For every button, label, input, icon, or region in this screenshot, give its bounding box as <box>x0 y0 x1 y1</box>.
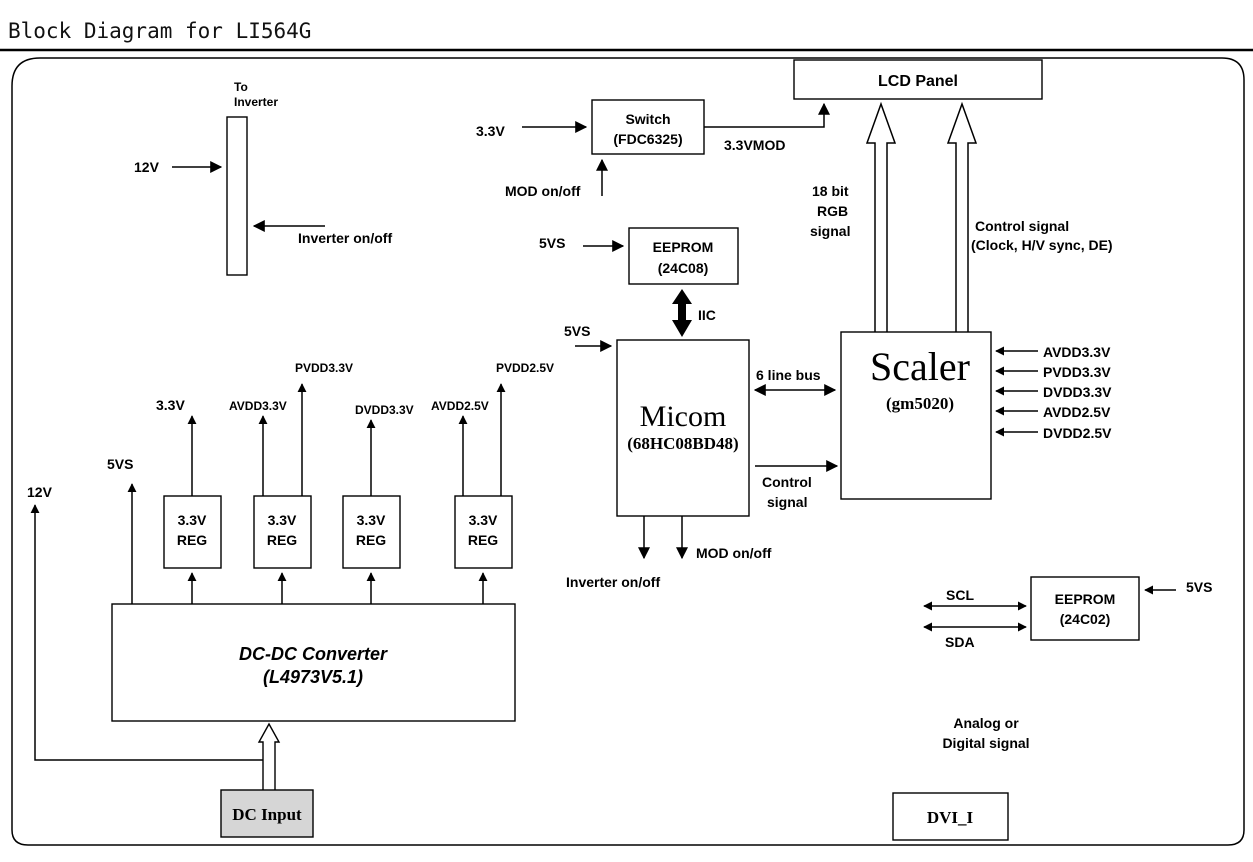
label-control-mid-2: signal <box>767 494 807 510</box>
scaler-power-inputs: AVDD3.3V PVDD3.3V DVDD3.3V AVDD2.5V DVDD… <box>995 344 1112 441</box>
dcdc-label-2: (L4973V5.1) <box>263 667 363 687</box>
label-6-line-bus: 6 line bus <box>756 367 821 383</box>
scaler-block <box>840 331 992 500</box>
label-scaler-dvdd33: DVDD3.3V <box>1043 384 1112 400</box>
reg-1-block <box>163 495 222 569</box>
eeprom-24c08-block <box>628 227 739 285</box>
label-33vmod: 3.3VMOD <box>724 137 785 153</box>
switch-label-1: Switch <box>625 111 670 127</box>
label-scaler-avdd25: AVDD2.5V <box>1043 404 1111 420</box>
switch-block <box>591 99 705 155</box>
label-5vs-eeprom2: 5VS <box>1186 579 1212 595</box>
regulator-4: 3.3V REG AVDD2.5V PVDD2.5V <box>431 361 554 604</box>
diagram-title: Block Diagram for LI564G <box>8 19 311 43</box>
eeprom-24c08-label-2: (24C08) <box>658 260 709 276</box>
dvi-connector-block <box>892 792 1009 841</box>
eeprom-24c02-label-1: EEPROM <box>1055 591 1116 607</box>
arrow-33vmod <box>704 102 830 128</box>
dvi-label: DVI_I <box>927 808 974 827</box>
switch-label-2: (FDC6325) <box>613 131 682 147</box>
label-scaler-avdd33: AVDD3.3V <box>1043 344 1111 360</box>
label-micom-inverter-onoff: Inverter on/off <box>566 574 660 590</box>
micom-part: (68HC08BD48) <box>627 434 738 453</box>
inverter-connector <box>226 116 248 276</box>
regulator-1: 3.3V REG 3.3V <box>156 397 222 604</box>
label-control-mid-1: Control <box>762 474 812 490</box>
regulator-3: 3.3V REG DVDD3.3V <box>342 403 414 604</box>
arrow-12v-left <box>30 504 267 761</box>
reg-3-label-1: 3.3V <box>357 512 386 528</box>
label-rgb-2: RGB <box>817 203 848 219</box>
regulator-2: 3.3V REG AVDD3.3V PVDD3.3V <box>229 361 353 604</box>
label-micom-mod-onoff: MOD on/off <box>696 545 772 561</box>
scaler-label: Scaler <box>870 344 970 389</box>
label-analog-digital-2: Digital signal <box>942 735 1029 751</box>
lcd-panel-block <box>793 59 1043 100</box>
inverter-label-2: Inverter <box>234 95 278 109</box>
reg-4-label-2: REG <box>468 532 498 548</box>
label-reg-3-dvdd33: DVDD3.3V <box>355 403 414 417</box>
label-reg-2-avdd33: AVDD3.3V <box>229 399 287 413</box>
label-scl: SCL <box>946 587 974 603</box>
scaler-part: (gm5020) <box>886 394 954 413</box>
label-scaler-pvdd33: PVDD3.3V <box>1043 364 1111 380</box>
label-sda: SDA <box>945 634 975 650</box>
label-5vs-micom: 5VS <box>564 323 590 339</box>
reg-4-label-1: 3.3V <box>469 512 498 528</box>
lcd-panel-label: LCD Panel <box>878 73 958 90</box>
label-control-top-1: Control signal <box>975 218 1069 234</box>
inverter-label-1: To <box>234 80 248 94</box>
label-rgb-1: 18 bit <box>812 183 849 199</box>
reg-2-label-1: 3.3V <box>268 512 297 528</box>
reg-1-label-2: REG <box>177 532 207 548</box>
label-12v-left: 12V <box>27 484 53 500</box>
dcdc-label-1: DC-DC Converter <box>239 644 388 664</box>
label-reg-1-33v: 3.3V <box>156 397 185 413</box>
outer-frame <box>11 57 1245 846</box>
control-bus-arrow <box>946 101 978 332</box>
label-5vs-left: 5VS <box>107 456 133 472</box>
label-scaler-dvdd25: DVDD2.5V <box>1043 425 1112 441</box>
label-reg-4-avdd25: AVDD2.5V <box>431 399 489 413</box>
iic-arrow <box>672 289 692 337</box>
label-5vs-eeprom: 5VS <box>539 235 565 251</box>
reg-3-label-2: REG <box>356 532 386 548</box>
reg-4-block <box>454 495 513 569</box>
reg-2-label-2: REG <box>267 532 297 548</box>
label-reg-2-pvdd33: PVDD3.3V <box>295 361 353 375</box>
label-inverter-onoff: Inverter on/off <box>298 230 392 246</box>
reg-1-label-1: 3.3V <box>178 512 207 528</box>
dc-input-block <box>220 789 314 838</box>
label-control-top-2: (Clock, H/V sync, DE) <box>971 237 1113 253</box>
dcdc-converter-block <box>111 603 516 722</box>
micom-block <box>616 339 750 517</box>
label-33v-switch: 3.3V <box>476 123 505 139</box>
label-12v-inverter: 12V <box>134 159 160 175</box>
label-mod-onoff-switch: MOD on/off <box>505 183 581 199</box>
dc-input-label: DC Input <box>232 805 302 824</box>
label-rgb-3: signal <box>810 223 850 239</box>
eeprom-24c02-label-2: (24C02) <box>1060 611 1111 627</box>
eeprom-24c08-label-1: EEPROM <box>653 239 714 255</box>
eeprom-24c02-block <box>1030 576 1140 641</box>
label-analog-digital-1: Analog or <box>953 715 1019 731</box>
label-reg-4-pvdd25: PVDD2.5V <box>496 361 554 375</box>
micom-label: Micom <box>640 400 727 433</box>
rgb-bus-arrow <box>865 101 897 332</box>
dc-input-arrow <box>257 722 281 790</box>
label-iic: IIC <box>698 307 716 323</box>
reg-2-block <box>253 495 312 569</box>
